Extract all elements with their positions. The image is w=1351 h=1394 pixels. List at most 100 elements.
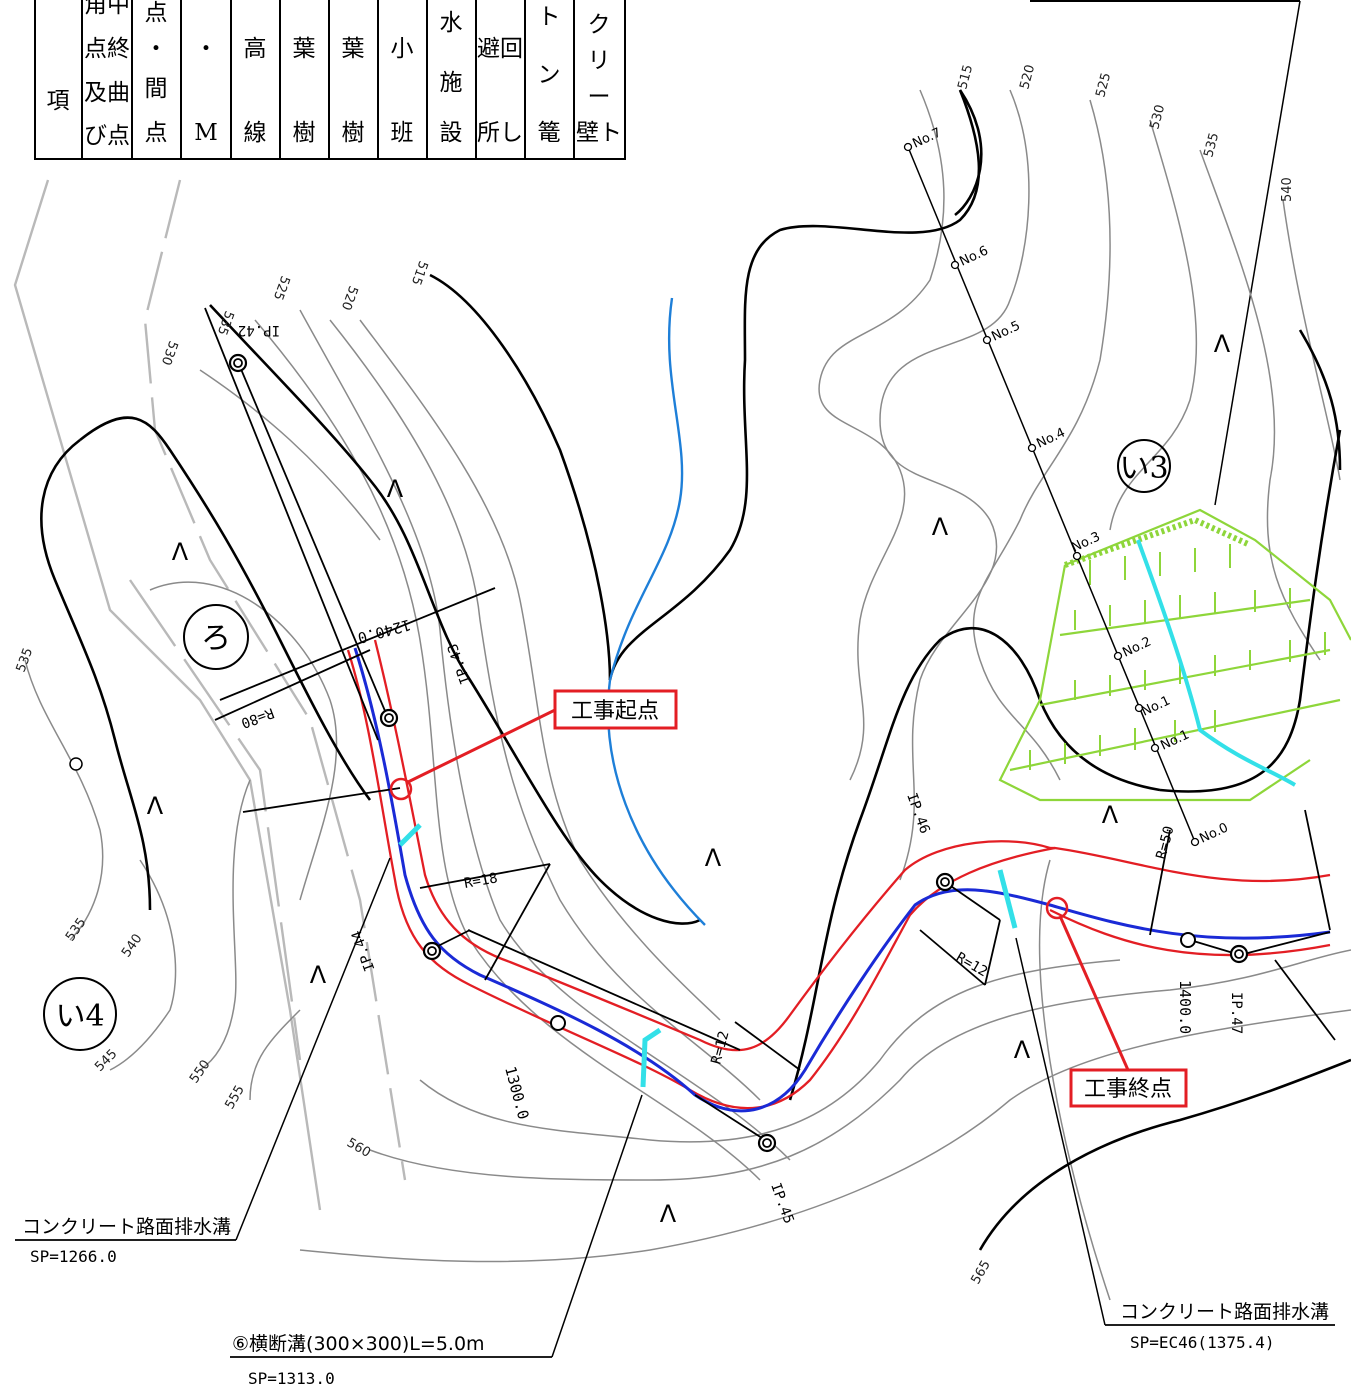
svg-text:No.1: No.1 [1139, 693, 1172, 719]
radius-label: R=12 [708, 1029, 732, 1066]
svg-text:Λ: Λ [387, 475, 404, 503]
curve-point-marker [550, 1015, 566, 1031]
ip-label: IP.42 [238, 322, 280, 338]
geometry-lines [204, 307, 1336, 1141]
station-label: 1240.0 [356, 616, 413, 647]
contour-label: 560 [344, 1135, 373, 1160]
legend-col-11-line-0: ク [588, 12, 611, 38]
legend-col-10-line-2: 篭 [538, 120, 561, 146]
contour-lines [24, 89, 1351, 1301]
ip-label: IP.46 [903, 791, 932, 836]
contour-label: 520 [1017, 63, 1038, 91]
start-point-marker [389, 777, 413, 801]
contour-label: 525 [270, 274, 293, 302]
radius-label: R=18 [463, 870, 499, 892]
svg-text:No.6: No.6 [957, 243, 990, 269]
svg-text:Λ: Λ [310, 961, 327, 989]
legend-col-11-line-1: リ [588, 48, 611, 74]
contour-label: 555 [222, 1083, 247, 1112]
svg-text:Λ: Λ [147, 792, 164, 820]
legend-col-7-line-1: 班 [391, 120, 414, 146]
legend-col-1-line-3: び点 [84, 123, 130, 149]
ip-marker [422, 941, 442, 961]
drain-left-sp: SP=1266.0 [30, 1247, 117, 1266]
vegetation-symbols: Λ Λ Λ Λ Λ Λ Λ Λ Λ Λ [147, 330, 1231, 1228]
svg-text:Λ: Λ [1014, 1036, 1031, 1064]
road-centerline [353, 647, 1331, 1113]
stream [606, 297, 706, 926]
drain-right-sp: SP=EC46(1375.4) [1130, 1333, 1275, 1352]
leader-line-top-right [1214, 0, 1301, 506]
end-point-marker [1045, 896, 1069, 920]
legend-col-9-line-1: 所し [477, 120, 523, 146]
legend-col-0-line-0: 項 [47, 88, 70, 114]
legend-col-5-line-1: 樹 [293, 120, 316, 146]
drain-left-title: コンクリート路面排水溝 [22, 1216, 231, 1238]
legend-col-2-line-3: 点 [145, 120, 168, 146]
retaining-ticks [1029, 544, 1326, 770]
contour-label: 525 [1093, 71, 1114, 99]
svg-text:Λ: Λ [705, 844, 722, 872]
culvert-sp: SP=1313.0 [248, 1369, 335, 1388]
station-label: 1300.0 [501, 1064, 532, 1121]
contour-label: 535 [1201, 131, 1222, 159]
culvert-title: ⑥横断溝(300×300)L=5.0m [232, 1333, 485, 1355]
ip-label: IP.47 [1228, 992, 1244, 1034]
svg-text:No.0: No.0 [1197, 820, 1230, 846]
contour-label: 515 [955, 63, 976, 91]
svg-text:No.2: No.2 [1120, 634, 1153, 660]
note-culvert: ⑥横断溝(300×300)L=5.0m SP=1313.0 [230, 1094, 643, 1388]
curve-point-marker [1180, 932, 1196, 948]
start-callout: 工事起点 [407, 689, 678, 784]
legend-col-8-line-1: 施 [440, 70, 463, 96]
svg-text:Λ: Λ [1102, 801, 1119, 829]
legend-col-10-line-1: ン [538, 62, 561, 88]
svg-text:い3: い3 [1119, 451, 1168, 486]
legend-col-8-line-0: 水 [440, 10, 463, 36]
radius-label: R=12 [953, 950, 990, 981]
legend-col-1-line-1: 点終 [84, 36, 130, 62]
legend-col-10-line-0: ト [538, 4, 561, 30]
legend-col-1-line-2: 及曲 [84, 80, 130, 106]
legend-col-11-line-2: ー [588, 84, 611, 110]
legend-col-8-line-2: 設 [440, 120, 463, 146]
contour-label: 535 [14, 646, 37, 674]
legend-col-11-line-3: 壁ト [576, 120, 622, 146]
svg-text:Λ: Λ [932, 513, 949, 541]
note-drain-left: コンクリート路面排水溝 SP=1266.0 [15, 857, 391, 1266]
legend-col-2-line-1: ・ [145, 36, 168, 62]
compartment-boundaries [13, 179, 407, 1211]
ip-markers [69, 353, 1249, 1153]
end-callout: 工事終点 [1058, 915, 1188, 1108]
legend-col-6-line-1: 樹 [342, 120, 365, 146]
index-contour-lines [40, 89, 1351, 1251]
drainage [398, 539, 1297, 1088]
ip-marker [935, 872, 955, 892]
legend-col-1-line-0: 角中 [84, 0, 130, 18]
start-callout-label: 工事起点 [571, 699, 659, 724]
ip-label: IP.45 [767, 1181, 796, 1226]
svg-text:Λ: Λ [1214, 330, 1231, 358]
note-drain-right: コンクリート路面排水溝 SP=EC46(1375.4) [1015, 937, 1335, 1352]
small-marker [69, 757, 83, 771]
contour-label: 530 [158, 339, 181, 367]
ip-marker [228, 353, 248, 373]
survey-labels: No.7 No.6 No.5 No.4 No.3 No.2 No.1 No.1 … [910, 125, 1230, 846]
legend-col-3-line-1: M [194, 120, 218, 146]
contour-label: 565 [968, 1258, 993, 1287]
svg-text:No.1: No.1 [1158, 727, 1191, 753]
ip-marker [379, 708, 399, 728]
contour-label: 520 [338, 284, 361, 312]
retaining-structure [998, 508, 1351, 802]
legend-col-7-line-0: 小 [391, 36, 414, 62]
contour-label: 515 [408, 259, 431, 287]
legend-col-3-line-0: ・ [195, 36, 218, 62]
contour-label: 540 [119, 931, 146, 960]
legend-col-2-line-0: 点 [145, 0, 168, 26]
legend-table: 項 角中 点終 及曲 び点 点 ・ 間 点 ・ M 高 線 葉 樹 葉 樹 小 … [34, 0, 626, 160]
svg-text:ろ: ろ [201, 621, 231, 656]
svg-text:Λ: Λ [172, 538, 189, 566]
end-callout-label: 工事終点 [1084, 1077, 1172, 1102]
drain-right-title: コンクリート路面排水溝 [1120, 1301, 1329, 1323]
